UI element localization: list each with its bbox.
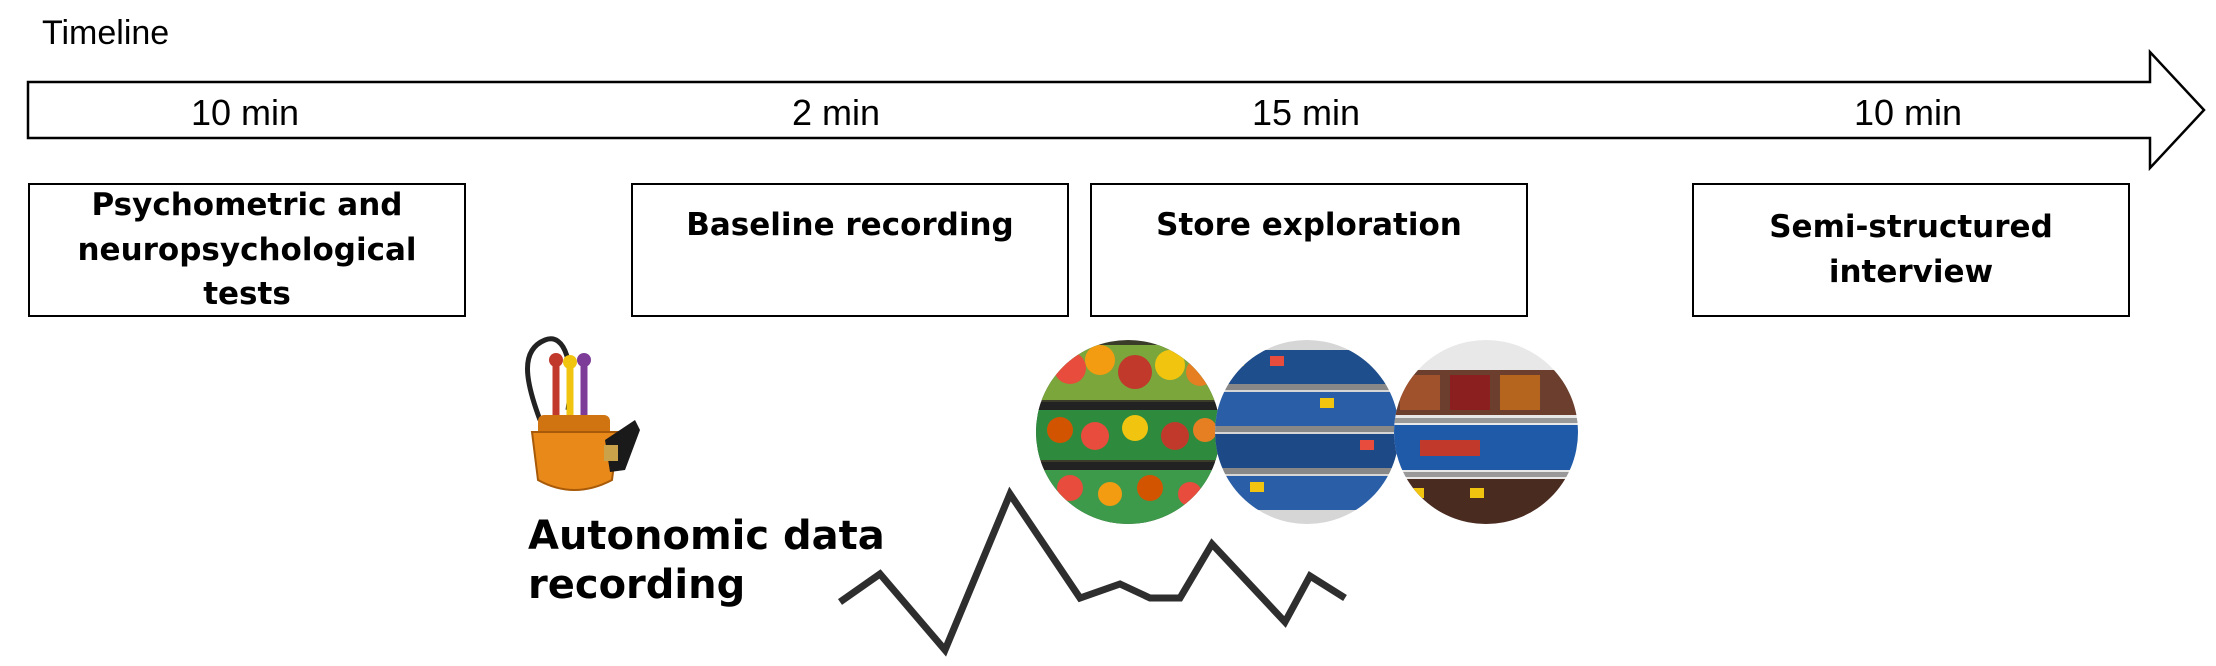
- phase-label: Store exploration: [1156, 207, 1462, 243]
- autonomic-recording-label: Autonomic data recording: [528, 513, 885, 608]
- signal-line: [837, 486, 1347, 657]
- produce-aisle-photo: [1036, 340, 1220, 524]
- phase-semi-structured-interview: Semi-structured interview: [1692, 183, 2130, 317]
- duration-store: 15 min: [1251, 92, 1361, 133]
- packaged-goods-aisle-photo: [1394, 340, 1578, 524]
- phase-label: Baseline recording: [686, 207, 1014, 243]
- phase-baseline-recording: Baseline recording: [631, 183, 1069, 317]
- phase-label: Psychometric and neuropsychological test…: [77, 186, 417, 313]
- duration-tests: 10 min: [190, 92, 300, 133]
- phase-label: Semi-structured interview: [1769, 209, 2053, 290]
- timeline-title: Timeline: [42, 14, 170, 52]
- phase-psychometric-tests: Psychometric and neuropsychological test…: [28, 183, 466, 317]
- canned-goods-aisle-photo: [1215, 340, 1399, 524]
- duration-baseline: 2 min: [791, 92, 881, 133]
- phase-store-exploration: Store exploration: [1090, 183, 1528, 317]
- duration-interview: 10 min: [1853, 92, 1963, 133]
